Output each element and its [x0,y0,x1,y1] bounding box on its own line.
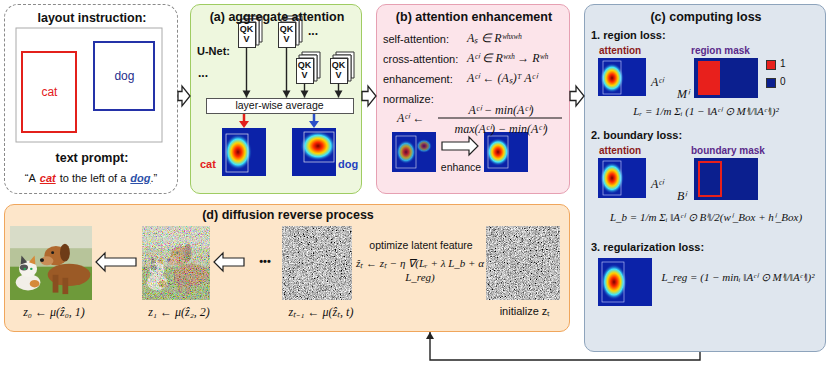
panel-text: 1. region loss: [591,29,666,42]
panel-text: 3. regularization loss: [591,241,704,254]
panel-text: (a) aggregate attention [191,10,363,25]
prompt-word: to the left of a [60,171,127,185]
panel-text: ẑₜ ← zₜ − η ∇(Lᵣ + λ L_b + α L_reg) [355,257,485,285]
qkv-text: QK V [239,25,255,45]
stage-panel: (d) diffusion reverse process optimize la… [4,204,570,332]
qkv-block: QK V [296,58,314,84]
legend-swatch [766,60,776,70]
legend-text: 1 [780,58,786,70]
heatmap-label: dog [338,158,358,171]
legend-text: 0 [780,76,786,88]
panel-text: boundary mask [691,145,765,157]
panel-text: Aᶜⁱ ← [397,111,424,125]
panel-text: Aᶜⁱ ∈ Rʷˣʰ → Rʷʰ [467,51,548,65]
panel-text: L_b = 1/m Σᵢ ‖Aᶜⁱ ⊙ Bⁱ‖/2(wⁱ_Box + hⁱ_Bo… [589,211,823,225]
qkv-text: QK V [331,61,347,81]
layout-panel: layout instruction: text prompt: “A cat to t… [4,4,178,194]
prompt-word: dog [130,171,150,185]
stage-panel: (c) computing loss 1. region loss: attenti… [584,4,826,352]
panel-text: Aᶜⁱ [651,75,663,89]
stage-panel: (b) attention enhancement self-attention:… [376,4,570,194]
qkv-block: QK V [278,22,296,48]
panel-text: z₁ ← μ(ẑ₂, 2) [129,305,229,319]
panel-text: normalize: [383,93,434,106]
average-bar: layer-wise average [206,98,354,114]
block-arrow [362,86,376,106]
ellipsis: ... [198,66,208,80]
box-text: layer-wise average [235,100,323,112]
connector [570,86,584,106]
panel-text: Aᶜⁱ − min(Aᶜⁱ) [435,103,567,117]
panel-text: enhancement: [383,73,453,86]
panel-text: ••• [249,255,281,268]
prompt-word: “A [25,171,36,185]
panel-text: Aₛ ∈ Rʷʰˣʷʰ [467,31,521,45]
panel-text: attention [599,145,641,157]
connector [362,86,376,106]
panel-text: enhance [437,161,485,174]
panel-text: attention [599,45,641,57]
panel-text: self-attention: [383,33,449,46]
box-text: cat [41,86,57,99]
qkv-block: QK V [330,58,348,84]
panel-text: U-Net: [197,45,230,58]
ellipsis: ... [308,24,318,38]
block-arrow [178,86,190,106]
prompt-word: cat [40,171,56,185]
panel-text: Mⁱ [677,87,689,101]
panel-text: (b) attention enhancement [377,10,571,25]
panel-text: zₜ₋₁ ← μ(ẑₜ, t) [271,305,371,319]
qkv-block: QK V [238,22,256,48]
panel-text: L_reg = (1 − minᵢ ‖Aᶜⁱ ⊙ Mⁱ‖/‖Aᶜⁱ‖)² [655,271,821,285]
panel-text: z₀ ← μ(ẑ₀, 1) [5,305,103,319]
box-text: dog [114,70,134,83]
panel-text: (d) diffusion reverse process [5,208,571,223]
panel-text: (c) computing loss [585,10,827,25]
prompt-word: .” [151,171,158,185]
panel-text: Aᶜⁱ [651,177,663,191]
text-line: “A cat to the left of adog.” [7,171,175,185]
qkv-text: QK V [279,25,295,45]
panel-text: cross-attention: [383,53,458,66]
panel-text: 2. boundary loss: [591,129,682,142]
panel-text: layout instruction: [5,11,179,26]
connector [178,86,190,106]
panel-text: initialize zₜ [479,305,571,318]
object-box: cat [21,51,77,133]
block-arrow [570,86,584,106]
panel-text: Lᵣ = 1/m Σᵢ (1 − ‖Aᶜⁱ ⊙ Mⁱ‖/‖Aᶜⁱ‖)² [589,105,823,119]
panel-text: Bⁱ [677,189,686,203]
object-box: dog [93,41,155,111]
panel-text: Aᶜⁱ ← (Aₛ)ᵀ Aᶜⁱ [467,71,537,85]
qkv-text: QK V [297,61,313,81]
panel-text: max(Aᶜⁱ) − min(Aᶜⁱ) [435,122,567,136]
legend-swatch [766,78,776,88]
panel-text: text prompt: [5,151,179,166]
panel-text: region mask [691,45,750,57]
heatmap-label: cat [200,158,216,171]
arrow-head [426,332,434,339]
panel-text: optimize latent feature [357,239,485,252]
